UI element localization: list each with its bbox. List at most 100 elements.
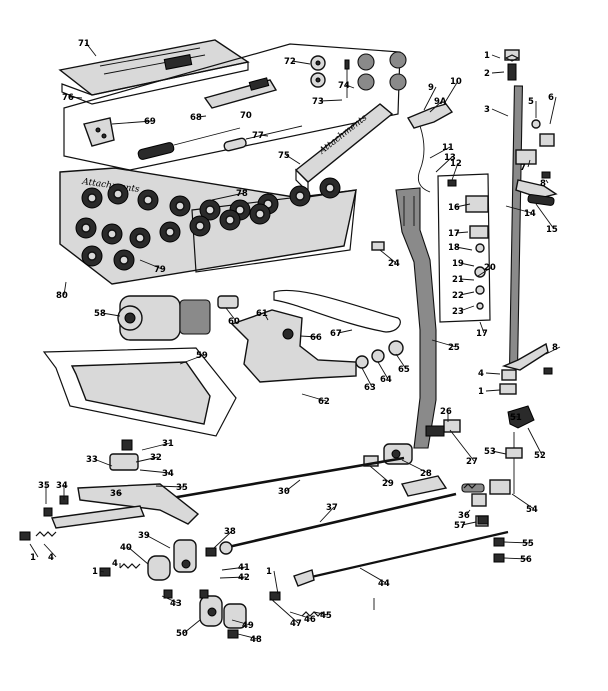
spool-hub bbox=[165, 227, 175, 237]
bell-crank-lever bbox=[395, 187, 437, 449]
leader-l21 bbox=[459, 278, 475, 281]
spool-hub bbox=[87, 251, 97, 261]
spool-hub bbox=[87, 193, 97, 203]
part-label-l41: 41 bbox=[238, 563, 250, 573]
part-label-l79: 79 bbox=[154, 265, 166, 275]
part-label-l4c: 4 bbox=[112, 559, 118, 569]
part-label-l26: 26 bbox=[440, 407, 452, 417]
part-label-l35b: 35 bbox=[38, 481, 50, 491]
leader-l4b bbox=[43, 543, 57, 558]
part-label-l49: 49 bbox=[242, 621, 254, 631]
leader-l46 bbox=[289, 611, 313, 620]
leader-l17b bbox=[479, 321, 485, 334]
leader-l12 bbox=[451, 162, 459, 181]
part-label-l9A: 9A bbox=[434, 97, 447, 107]
part-label-l71: 71 bbox=[78, 39, 90, 49]
leader-l10 bbox=[443, 80, 459, 105]
leader-l45 bbox=[313, 611, 329, 616]
leader-l2 bbox=[491, 71, 505, 74]
leader-l11 bbox=[429, 146, 451, 159]
part-label-l76: 76 bbox=[62, 93, 74, 103]
leader-l28 bbox=[401, 459, 429, 474]
part-label-l80: 80 bbox=[56, 291, 68, 301]
part-label-l17: 17 bbox=[448, 229, 460, 239]
spools bbox=[75, 177, 341, 271]
part-label-l40: 40 bbox=[120, 543, 132, 553]
leader-l40 bbox=[127, 546, 149, 565]
leader-l1d bbox=[99, 570, 105, 573]
part-label-l4b: 4 bbox=[48, 553, 54, 563]
leader-l47 bbox=[269, 597, 299, 624]
part-label-l8b: 8 bbox=[552, 343, 558, 353]
part-label-l1d: 1 bbox=[92, 567, 98, 577]
leader-l4a bbox=[485, 372, 501, 375]
leader-l66 bbox=[299, 335, 319, 338]
part-label-l35: 35 bbox=[176, 483, 188, 493]
part-label-l5: 5 bbox=[528, 97, 534, 107]
part-label-l43: 43 bbox=[170, 599, 182, 609]
part-label-l27: 27 bbox=[466, 457, 478, 467]
leader-l1b bbox=[485, 389, 501, 392]
leader-l68 bbox=[197, 115, 207, 118]
leader-l77 bbox=[259, 134, 269, 137]
part-label-l39: 39 bbox=[138, 531, 150, 541]
leader-l36b bbox=[465, 509, 471, 516]
leader-lines bbox=[29, 42, 561, 640]
part-label-l9: 9 bbox=[428, 83, 434, 93]
part-label-l78: 78 bbox=[236, 189, 248, 199]
part-label-l61: 61 bbox=[256, 309, 268, 319]
part-label-l77: 77 bbox=[252, 131, 264, 141]
part-label-l8a: 8 bbox=[540, 179, 546, 189]
part-label-l51: 51 bbox=[510, 413, 522, 423]
leader-l60 bbox=[225, 307, 237, 322]
leader-l19 bbox=[459, 262, 475, 267]
leader-l1a bbox=[491, 54, 501, 59]
thread-lever bbox=[406, 103, 454, 193]
cam-40 bbox=[147, 539, 197, 581]
part-label-l63: 63 bbox=[364, 383, 376, 393]
part-label-l12: 12 bbox=[450, 159, 462, 169]
part-label-l1a: 1 bbox=[484, 51, 490, 61]
leader-l80 bbox=[63, 281, 67, 296]
part-label-l64: 64 bbox=[380, 375, 392, 385]
leader-l59 bbox=[179, 354, 205, 365]
leader-l9A bbox=[429, 100, 443, 113]
motor bbox=[117, 295, 239, 341]
leader-l7 bbox=[527, 159, 531, 168]
leader-l23 bbox=[459, 305, 475, 312]
rod-37 bbox=[219, 492, 457, 555]
part-label-l16: 16 bbox=[448, 203, 460, 213]
rod-30 bbox=[159, 456, 405, 502]
spool-hub bbox=[81, 223, 91, 233]
bobbin-discs bbox=[310, 51, 407, 91]
screwdriver-small bbox=[223, 125, 303, 152]
stitch-regulator bbox=[461, 432, 523, 495]
part-label-l23: 23 bbox=[452, 307, 464, 317]
leader-l73 bbox=[319, 99, 343, 102]
part-label-l69: 69 bbox=[144, 117, 156, 127]
leader-l64 bbox=[377, 361, 389, 380]
part-label-l29: 29 bbox=[382, 479, 394, 489]
part-label-l36: 36 bbox=[110, 489, 122, 499]
leader-l1c bbox=[29, 543, 39, 558]
spool-hub bbox=[225, 215, 235, 225]
spool-hub bbox=[205, 205, 215, 215]
part-label-l32: 32 bbox=[150, 453, 162, 463]
part-label-l66: 66 bbox=[310, 333, 322, 343]
motor-belt bbox=[273, 289, 401, 333]
gauge-plate bbox=[203, 77, 278, 109]
leader-l39 bbox=[145, 534, 171, 549]
part-label-l11: 11 bbox=[442, 143, 454, 153]
leader-l51 bbox=[509, 415, 519, 418]
leader-l53 bbox=[491, 450, 507, 455]
motor-bracket bbox=[230, 309, 357, 383]
springs bbox=[35, 54, 520, 617]
leader-l48 bbox=[237, 633, 259, 640]
attachments-box: Attachments bbox=[294, 103, 394, 194]
leader-l37 bbox=[319, 506, 335, 523]
part-label-l19: 19 bbox=[452, 259, 464, 269]
leader-l58 bbox=[101, 312, 121, 317]
leader-l43 bbox=[161, 595, 179, 604]
